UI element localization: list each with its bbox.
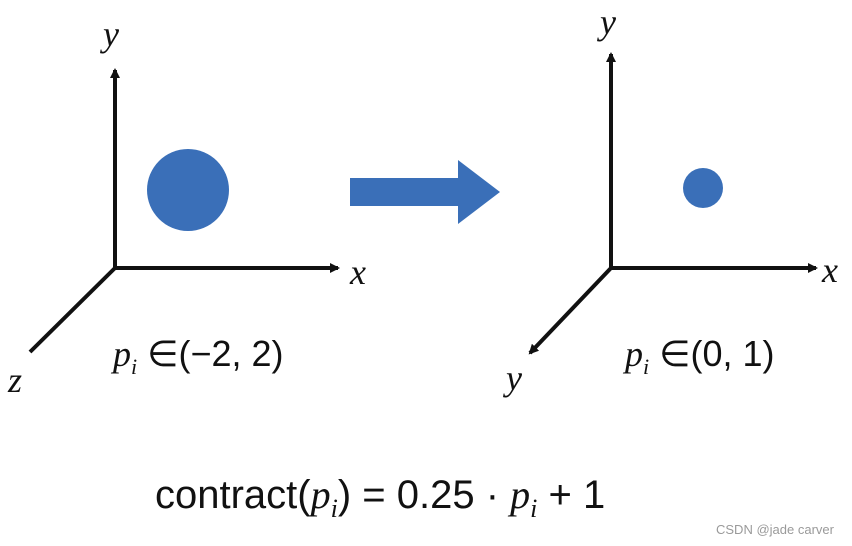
right-y-axis-label: y — [597, 2, 616, 42]
right-range-label: pi ∈(0, 1) — [622, 333, 775, 379]
left-panel: y x z pi ∈(−2, 2) — [7, 14, 366, 400]
left-z-axis — [28, 266, 117, 354]
formula-var: p — [308, 472, 331, 517]
right-diag-axis — [528, 266, 613, 355]
large-point — [147, 149, 229, 231]
left-z-axis-label: z — [7, 360, 22, 400]
left-y-axis-label: y — [100, 14, 119, 54]
right-x-axis-label: x — [821, 250, 838, 290]
contract-formula: contract(pi) = 0.25 · pi + 1 — [155, 472, 605, 523]
left-range-label: pi ∈(−2, 2) — [110, 333, 284, 379]
formula-suffix: + 1 — [537, 473, 605, 517]
formula-prefix: contract( — [155, 473, 311, 517]
left-range-rest: ∈(−2, 2) — [137, 333, 283, 374]
formula-sub: i — [331, 494, 338, 523]
formula-var2: p — [507, 472, 530, 517]
small-point — [683, 168, 723, 208]
transform-arrow-icon — [350, 160, 500, 224]
right-diag-axis-label: y — [503, 358, 522, 398]
right-range-sub: i — [643, 354, 649, 379]
right-range-rest: ∈(0, 1) — [649, 333, 774, 374]
left-range-sub: i — [131, 354, 137, 379]
watermark: CSDN @jade carver — [716, 522, 835, 537]
formula-mid: ) = 0.25 · — [338, 473, 510, 517]
left-x-axis-label: x — [349, 252, 366, 292]
formula-sub2: i — [530, 494, 537, 523]
right-range-var: p — [622, 334, 643, 374]
left-range-var: p — [110, 334, 131, 374]
right-panel: y x y pi ∈(0, 1) — [503, 2, 838, 398]
